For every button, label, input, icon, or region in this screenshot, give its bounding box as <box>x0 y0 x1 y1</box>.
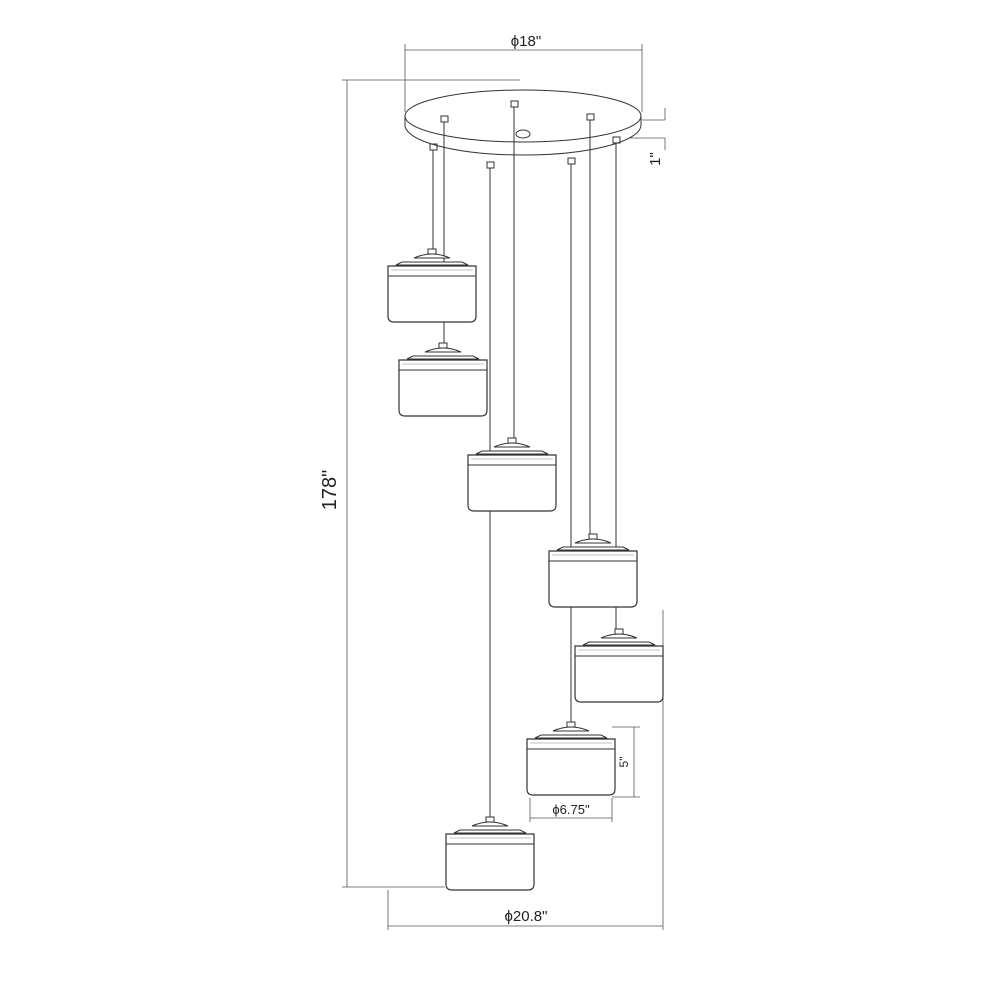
mount-point <box>440 115 449 123</box>
shade-fitter <box>566 721 576 728</box>
shade-diameter-label: ϕ6.75" <box>552 802 590 817</box>
shade-cap <box>552 726 590 732</box>
shade-fitter <box>507 437 517 444</box>
shade-fitter <box>588 533 598 540</box>
shade-cap <box>471 821 509 827</box>
shade-body <box>467 454 557 512</box>
shade-collar <box>582 641 656 646</box>
shade-cap <box>493 442 531 448</box>
mount-point <box>510 100 519 108</box>
shade-fitter <box>438 342 448 349</box>
canopy-rim <box>404 116 642 156</box>
canopy-diameter-dimension: ϕ18" <box>404 33 643 112</box>
canopy-height-label: 1" <box>647 152 664 166</box>
shade-diameter-dimension: ϕ6.75" <box>529 798 613 822</box>
canopy-diameter-label: ϕ18" <box>511 33 541 50</box>
shade-collar <box>475 450 549 455</box>
mount-point <box>486 161 495 169</box>
shade-cap <box>413 253 451 259</box>
shade-cap <box>574 538 612 544</box>
shade-cap <box>424 347 462 353</box>
shade-collar <box>395 261 469 266</box>
canopy-height-dimension: 1" <box>630 108 666 166</box>
pendant-shade <box>445 816 535 891</box>
mount-point <box>567 157 576 165</box>
overall-height-dimension: 178" <box>319 79 520 888</box>
shade-fitter <box>614 628 624 635</box>
canopy-center-screw <box>515 129 531 139</box>
shade-collar <box>453 829 527 834</box>
pendant-shade <box>387 248 477 323</box>
shade-body <box>445 833 535 891</box>
shade-height-dimension: 5" <box>612 726 640 798</box>
shade-body <box>574 645 664 703</box>
overall-height-label: 178" <box>319 470 341 510</box>
pendant-shade <box>548 533 638 608</box>
shade-fitter <box>485 816 495 823</box>
shade-collar <box>534 734 608 739</box>
canopy <box>404 89 642 169</box>
pendant-shade <box>398 342 488 417</box>
shade-body <box>398 359 488 417</box>
shade-collar <box>556 546 630 551</box>
shade-body <box>526 738 616 796</box>
shade-body <box>548 550 638 608</box>
shade-fitter <box>427 248 437 255</box>
shade-collar <box>406 355 480 360</box>
mount-point <box>586 113 595 121</box>
pendant-shade <box>574 628 664 703</box>
shade-body <box>387 265 477 323</box>
overall-width-label: ϕ20.8" <box>505 908 548 925</box>
canopy-top-ellipse <box>404 89 642 143</box>
pendant-shade <box>526 721 616 796</box>
shade-height-label: 5" <box>617 757 631 768</box>
shade-cap <box>600 633 638 639</box>
pendant-shades <box>387 248 664 891</box>
pendant-shade <box>467 437 557 512</box>
cords <box>432 107 617 820</box>
